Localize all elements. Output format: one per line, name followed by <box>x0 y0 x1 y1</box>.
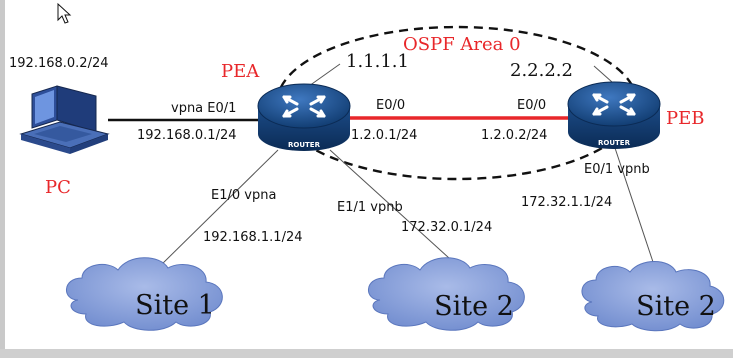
pea-ip-site1: 192.168.1.1/24 <box>203 230 303 245</box>
pea-ip-pc: 192.168.0.1/24 <box>137 128 237 143</box>
peb-if-core: E0/0 <box>517 98 546 113</box>
site2-remote-label: Site 2 <box>636 291 716 322</box>
site2-remote-cloud-icon: Site 2 <box>581 261 725 332</box>
pea-name: PEA <box>221 61 260 82</box>
peb-router-id: 2.2.2.2 <box>510 60 573 81</box>
router-id-leader-peb <box>593 65 613 83</box>
peb-router-label: ROUTER <box>598 139 631 147</box>
ospf-area-label: OSPF Area 0 <box>403 34 521 55</box>
site1-cloud-icon: Site 1 <box>66 257 223 331</box>
pea-router-label: ROUTER <box>288 141 321 149</box>
link-pea-site2 <box>329 149 461 269</box>
pea-router-id: 1.1.1.1 <box>346 51 409 72</box>
site2-label: Site 2 <box>434 291 514 322</box>
link-peb-site2 <box>614 147 656 269</box>
router-id-leader-pea <box>308 63 341 87</box>
pc-ip: 192.168.0.2/24 <box>9 56 109 71</box>
scrollbar[interactable] <box>0 0 5 358</box>
peb-ip-core: 1.2.0.2/24 <box>481 128 547 143</box>
pea-if-site2: E1/1 vpnb <box>337 200 403 215</box>
pea-if-site1: E1/0 vpna <box>211 188 276 203</box>
pea-ip-site2: 172.32.0.1/24 <box>401 220 492 235</box>
pea-router-icon: ROUTER <box>257 83 351 151</box>
link-pea-site1 <box>157 149 279 269</box>
site2-cloud-icon: Site 2 <box>368 257 525 331</box>
bottom-scrollbar[interactable] <box>0 349 733 358</box>
site1-label: Site 1 <box>135 290 215 321</box>
pc-icon <box>19 85 110 154</box>
pea-if-core: E0/0 <box>376 98 405 113</box>
peb-router-icon: ROUTER <box>567 81 661 149</box>
pc-name: PC <box>45 177 71 198</box>
pea-if-pc: vpna E0/1 <box>171 101 236 116</box>
peb-ip-site: 172.32.1.1/24 <box>521 195 612 210</box>
peb-if-site: E0/1 vpnb <box>584 162 650 177</box>
cursor-icon <box>57 2 72 24</box>
peb-name: PEB <box>666 108 704 129</box>
pea-ip-core: 1.2.0.1/24 <box>351 128 417 143</box>
